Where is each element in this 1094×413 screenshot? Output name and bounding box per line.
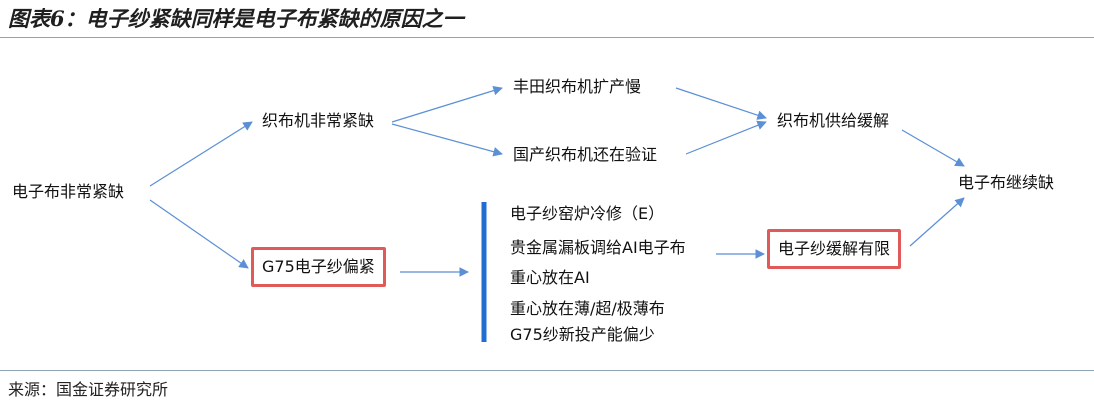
arrow-loom-to-domestic [391, 123, 503, 157]
node-g75-yarn-tight: G75电子纱偏紧 [251, 247, 386, 287]
arrow-root-to-loom [149, 121, 253, 187]
node-loom-supply-ease: 织布机供给缓解 [777, 111, 890, 130]
figure-title: 图表6：电子纱紧缺同样是电子布紧缺的原因之一 [8, 6, 464, 31]
arrow-loom-to-toyota [391, 85, 503, 123]
factor-item: G75纱新投产能偏少 [510, 325, 655, 344]
node-yarn-ease-limited: 电子纱缓解有限 [767, 229, 902, 269]
bottom-divider [0, 370, 1094, 371]
factor-item: 贵金属漏板调给AI电子布 [510, 238, 686, 257]
arrow-ease-to-cloth [901, 129, 965, 167]
node-domestic-loom: 国产织布机还在验证 [513, 145, 658, 164]
node-toyota-loom: 丰田织布机扩产慢 [513, 77, 642, 96]
factor-item: 电子纱窑炉冷修（E） [510, 204, 665, 223]
source-note: 来源：国金证券研究所 [8, 380, 169, 399]
arrow-yarn-to-cloth [909, 197, 965, 247]
node-cloth-severe-shortage: 电子布非常紧缺 [12, 182, 125, 201]
arrow-root-to-g75 [149, 199, 249, 269]
node-loom-shortage: 织布机非常紧缺 [262, 111, 375, 130]
factor-item: 重心放在薄/超/极薄布 [510, 299, 665, 318]
node-cloth-still-short: 电子布继续缺 [958, 173, 1055, 192]
arrow-domestic-to-ease [685, 120, 767, 155]
factor-item: 重心放在AI [510, 268, 590, 287]
arrow-toyota-to-ease [675, 87, 767, 120]
top-divider [0, 37, 1094, 38]
